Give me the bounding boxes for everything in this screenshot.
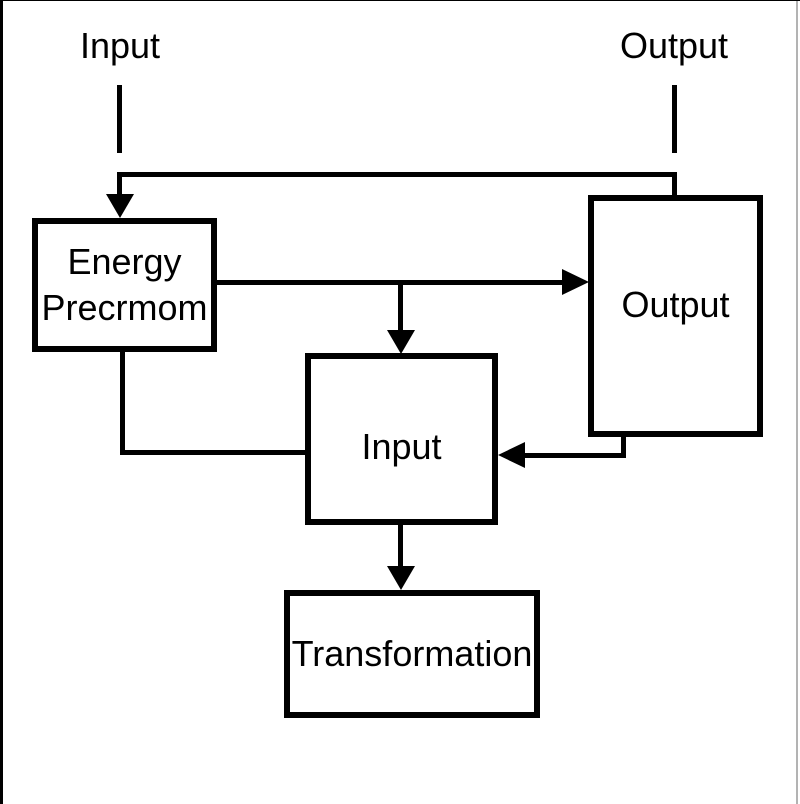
edge-energy-to-input-horizontal xyxy=(120,450,305,455)
input-box: Input xyxy=(305,353,498,525)
arrowhead-into-energy-box xyxy=(106,194,134,218)
arrowhead-into-transformation-box xyxy=(387,566,415,590)
frame-border-right xyxy=(796,0,798,804)
arrowhead-into-input-box-right xyxy=(498,442,525,468)
edge-branch-to-input-top xyxy=(398,280,403,332)
transformation-box-label: Transformation xyxy=(291,633,533,674)
edge-output-to-input-vertical xyxy=(621,437,626,458)
frame-border-top xyxy=(0,0,800,1)
output-box: Output xyxy=(588,195,763,437)
output-box-label: Output xyxy=(621,284,730,325)
edge-energy-to-output xyxy=(217,280,563,285)
edge-output-to-input-horizontal xyxy=(522,453,626,458)
energy-precrmom-box: Energy Precrmom xyxy=(32,218,217,352)
output-floating-label: Output xyxy=(619,25,729,66)
edge-input-to-transformation xyxy=(398,525,403,568)
edge-input-label-stub xyxy=(117,85,122,153)
energy-box-label-line1: Energy xyxy=(67,241,182,282)
input-floating-label: Input xyxy=(79,25,161,66)
input-box-label: Input xyxy=(361,426,442,467)
edge-top-rail-drop-left xyxy=(117,172,122,196)
energy-box-label-line2: Precrmom xyxy=(41,287,208,328)
arrowhead-into-input-box-top xyxy=(387,330,415,354)
transformation-box: Transformation xyxy=(284,590,540,718)
edge-top-rail xyxy=(117,172,677,177)
edge-energy-to-input-vertical xyxy=(120,351,125,455)
edge-output-label-stub xyxy=(672,85,677,153)
arrowhead-into-output-box xyxy=(562,269,589,295)
edge-top-rail-drop-right xyxy=(672,172,677,198)
frame-border-left xyxy=(0,0,3,804)
